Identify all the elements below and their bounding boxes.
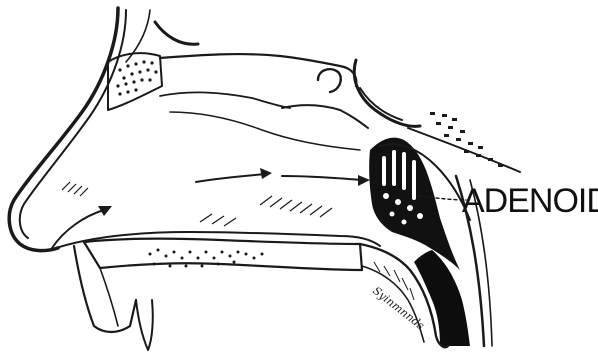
- adenoids-label: ADENOIDS: [462, 182, 598, 220]
